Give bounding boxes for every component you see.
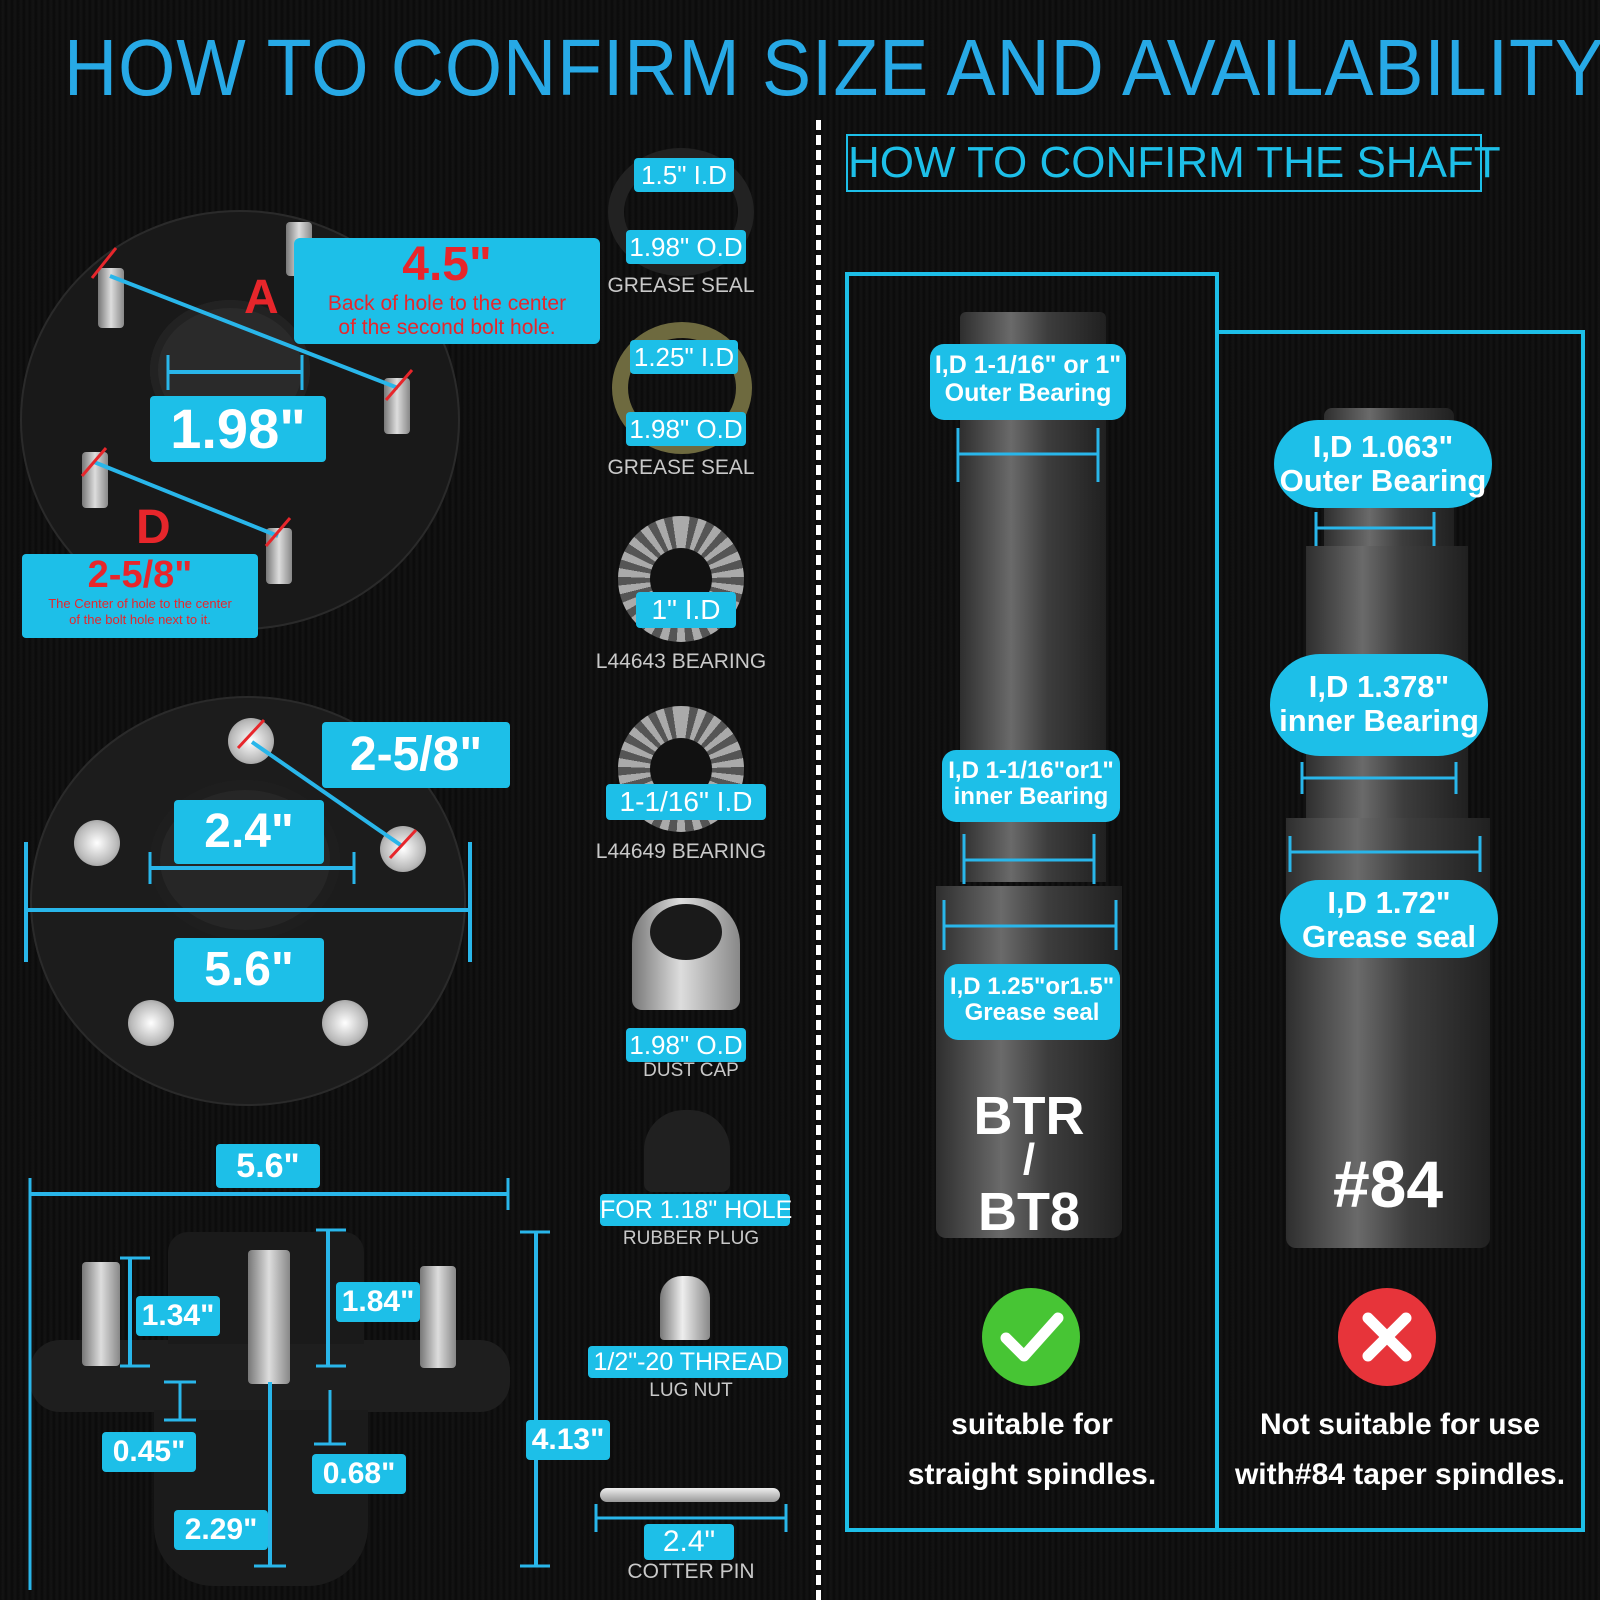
taper-outer-bearing: I,D 1.063" Outer Bearing [1274,420,1492,508]
bolt-d-callout: 2-5/8" The Center of hole to the center … [22,554,258,638]
btr-verdict-line1: suitable for [951,1408,1113,1441]
part-1-od: 1.98" O.D [626,230,746,264]
part-7-label: LUG NUT [649,1380,733,1401]
check-icon [982,1288,1080,1386]
btr-name-line3: BT8 [977,1182,1080,1242]
taper-verdict-line1: Not suitable for use [1259,1408,1541,1441]
taper-inner-bearing: I,D 1.378" inner Bearing [1270,654,1488,756]
btr-grease-seal: I,D 1.25"or1.5" Grease seal [944,964,1120,1040]
taper-seal-line1: I,D 1.72" [1327,885,1451,920]
hub-front-diameter: 5.6" [174,938,324,1002]
part-5-label: DUST CAP [643,1060,739,1081]
part-6-label: RUBBER PLUG [622,1228,760,1249]
part-1-id: 1.5" I.D [634,158,734,192]
part-4-label: L44649 BEARING [595,840,767,863]
hub-front-bore: 2.4" [174,800,324,864]
hub-front-dimension-lines [24,718,472,962]
part-8-value: 2.4" [644,1524,734,1560]
cross-icon [1338,1288,1436,1386]
stud [248,1250,290,1384]
bolt-d-value: 2-5/8" [87,554,193,596]
lug-bolt [128,1000,174,1046]
part-3-label: L44643 BEARING [595,650,767,673]
stud [420,1266,456,1368]
btr-outer-line2: Outer Bearing [944,378,1112,407]
rubber-plug-image [644,1110,730,1192]
taper-dimension-lines [1288,512,1482,872]
cotter-pin-dimension [594,1504,788,1532]
hub-side-hub-height: 1.84" [336,1282,420,1322]
shaft-heading: HOW TO CONFIRM THE SHAFT [846,134,1501,192]
section-divider [816,120,821,1600]
taper-outer-line2: Outer Bearing [1279,463,1487,499]
cotter-pin-image [600,1488,780,1502]
hub-top-dimension-lines [80,247,414,547]
part-2-id: 1.25" I.D [630,340,738,374]
hub-side-lower-height: 2.29" [174,1510,268,1550]
bolt-a-value: 4.5" [402,238,492,291]
part-8-label: COTTER PIN [627,1560,755,1583]
lug-bolt [322,1000,368,1046]
btr-seal-dimension [942,900,1118,950]
part-3-id: 1" I.D [636,592,736,628]
bolt-a-desc-line1: Back of hole to the center [327,292,567,315]
hub-side-total-height: 4.13" [526,1420,610,1460]
taper-name: #84 [1332,1147,1444,1221]
hub-side-flange-thickness: 0.45" [102,1432,196,1472]
stud [266,528,292,584]
hub-side-dimension-lines [28,1178,550,1590]
btr-inner-line1: I,D 1-1/16"or1" [948,757,1114,784]
bolt-d-letter: D [136,501,171,554]
btr-dimension-lines [956,428,1100,884]
lug-bolt [74,820,120,866]
part-2-label: GREASE SEAL [607,456,755,479]
btr-inner-line2: inner Bearing [953,783,1109,811]
bolt-a-letter: A [244,271,279,324]
part-5-od: 1.98" O.D [626,1028,746,1062]
bolt-a-desc-line2: of the second bolt hole. [338,316,556,339]
taper-outer-line1: I,D 1.063" [1312,429,1454,464]
part-1-label: GREASE SEAL [607,274,755,297]
page-title: HOW TO CONFIRM SIZE AND AVAILABILITY [64,23,1600,112]
btr-shaft-bottom [936,886,1122,1238]
taper-seal-line2: Grease seal [1301,919,1477,955]
btr-seal-line1: I,D 1.25"or1.5" [949,973,1115,1000]
taper-inner-line2: inner Bearing [1279,703,1479,739]
bolt-a-callout: 4.5" Back of hole to the center of the s… [294,238,600,344]
hub-side-width: 5.6" [216,1144,320,1188]
hub-side-offset: 0.68" [312,1454,406,1494]
hub-front-bolt-spacing: 2-5/8" [322,722,510,788]
taper-panel [1215,330,1585,1532]
btr-outer-bearing: I,D 1-1/16" or 1" Outer Bearing [930,344,1126,420]
btr-inner-bearing: I,D 1-1/16"or1" inner Bearing [942,750,1120,822]
btr-outer-line1: I,D 1-1/16" or 1" [934,351,1122,379]
part-6-value: FOR 1.18" HOLE [600,1194,793,1226]
lug-nut-image [660,1276,710,1340]
part-7-value: 1/2"-20 THREAD [588,1346,788,1378]
taper-inner-line1: I,D 1.378" [1308,669,1450,704]
hub-side-stud-length: 1.34" [136,1296,220,1336]
bolt-d-desc-line2: of the bolt hole next to it. [69,612,211,627]
bolt-d-desc-line1: The Center of hole to the center [48,596,232,611]
dust-cap-plug [650,904,722,960]
btr-seal-line2: Grease seal [964,999,1100,1027]
btr-name-line1: BTR [973,1086,1085,1146]
lug-bolt [228,718,274,764]
taper-verdict-line2: with#84 taper spindles. [1234,1458,1566,1491]
hub-top-bore-label: 1.98" [150,396,326,462]
taper-grease-seal: I,D 1.72" Grease seal [1280,880,1498,958]
part-4-id: 1-1/16" I.D [606,784,766,820]
btr-verdict-line2: straight spindles. [907,1458,1157,1491]
btr-name-line2: / [1022,1135,1036,1184]
part-2-od: 1.98" O.D [626,412,746,446]
stud [82,1262,120,1366]
